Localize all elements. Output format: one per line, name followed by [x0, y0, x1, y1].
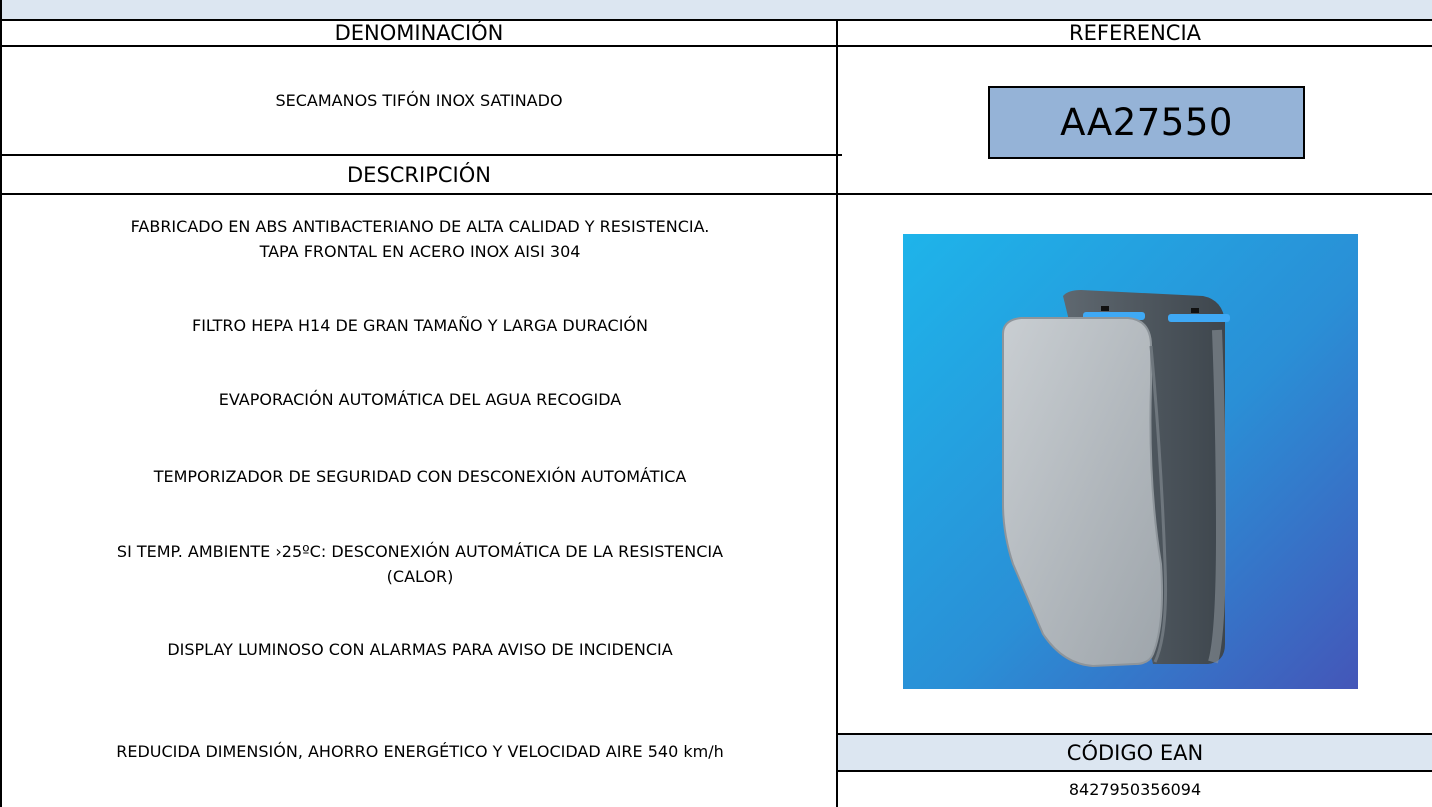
rule-above-ean	[838, 733, 1432, 735]
left-border	[0, 0, 2, 807]
description-line-9: REDUCIDA DIMENSIÓN, AHORRO ENERGÉTICO Y …	[116, 742, 724, 761]
hand-dryer-image	[903, 234, 1358, 689]
header-denominacion: DENOMINACIÓN	[2, 21, 836, 45]
header-descripcion: DESCRIPCIÓN	[2, 156, 836, 193]
rule-under-ean-header	[838, 770, 1432, 772]
description-line-3: FILTRO HEPA H14 DE GRAN TAMAÑO Y LARGA D…	[192, 316, 648, 335]
rule-under-headers	[0, 45, 1432, 47]
description-line-5: TEMPORIZADOR DE SEGURIDAD CON DESCONEXIÓ…	[153, 467, 687, 486]
top-band	[0, 0, 1432, 20]
rule-above-descripcion	[0, 154, 842, 156]
description-line-6: SI TEMP. AMBIENTE ›25ºC: DESCONEXIÓN AUT…	[116, 542, 724, 561]
description-line-8: DISPLAY LUMINOSO CON ALARMAS PARA AVISO …	[167, 640, 673, 659]
rule-under-descripcion	[0, 193, 1432, 195]
column-divider	[836, 19, 838, 807]
ean-code: 8427950356094	[1068, 780, 1202, 799]
product-name: SECAMANOS TIFÓN INOX SATINADO	[275, 91, 563, 110]
rule-top	[0, 19, 1432, 21]
description-line-7: (CALOR)	[386, 567, 454, 586]
reference-box: AA27550	[988, 86, 1305, 159]
description-line-4: EVAPORACIÓN AUTOMÁTICA DEL AGUA RECOGIDA	[218, 390, 622, 409]
header-codigo-ean: CÓDIGO EAN	[838, 735, 1432, 770]
description-line-1: FABRICADO EN ABS ANTIBACTERIANO DE ALTA …	[130, 217, 710, 236]
header-referencia: REFERENCIA	[838, 21, 1432, 45]
description-line-2: TAPA FRONTAL EN ACERO INOX AISI 304	[259, 242, 581, 261]
